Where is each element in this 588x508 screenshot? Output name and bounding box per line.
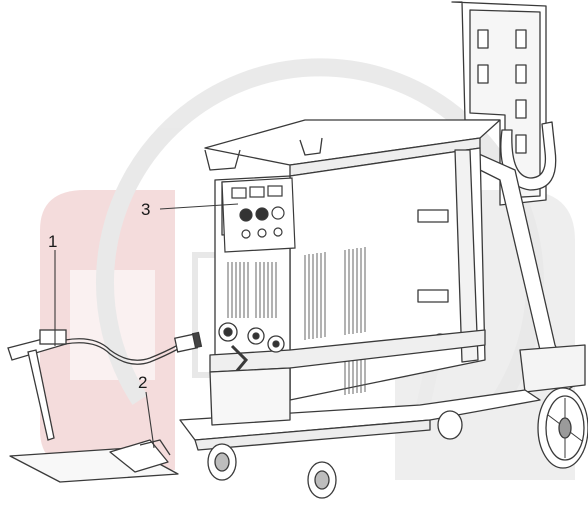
trolley-base — [179, 367, 541, 451]
leader-lines — [54, 203, 239, 449]
cable-connector — [173, 331, 203, 353]
control-panel — [221, 177, 296, 253]
earth-clamp — [9, 439, 179, 483]
callout-label-2: 2 — [138, 373, 147, 392]
leader-line-2 — [145, 391, 155, 449]
leader-line-3 — [159, 203, 239, 210]
front-left-wheel — [207, 443, 237, 481]
trolley-wheels — [207, 387, 588, 499]
rear-large-wheel — [537, 387, 588, 469]
earth-cable — [64, 338, 179, 365]
rear-small-wheel — [437, 410, 463, 440]
electrode-holder — [7, 329, 67, 441]
output-sockets — [218, 322, 285, 373]
front-right-wheel — [307, 461, 337, 499]
callout-label-3: 3 — [141, 200, 150, 219]
callout-label-1: 1 — [48, 232, 57, 251]
welder-body — [204, 119, 501, 401]
